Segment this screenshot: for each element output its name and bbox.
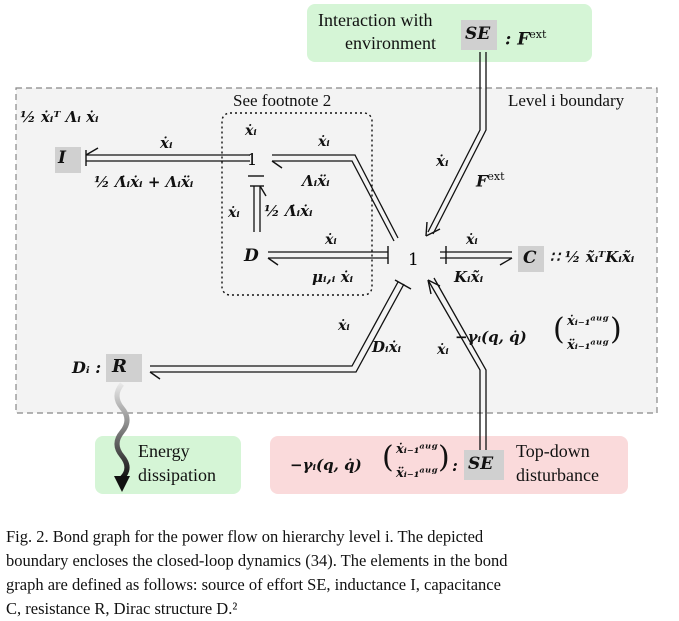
interaction-box-line2: environment [345,33,436,53]
f-ext-bond-sup: ext [487,170,505,183]
f-ext-bond: Fext [476,170,505,190]
dissipation-wavy-arrow [114,382,130,480]
I-energy-expr: ½ ẋᵢᵀ Λᵢ ẋᵢ [20,108,99,126]
caption-line-4: C, resistance R, Dirac structure D.² [6,599,238,618]
se-top-element [461,20,497,50]
aug-vector-box-close: ) [438,440,450,475]
resistance-element [106,354,142,382]
xdot-vertical-bond: ẋᵢ [228,205,240,221]
f-ext-symbol: F [517,29,530,50]
se-bottom-element [464,450,504,480]
se-top-label: SE [465,24,491,44]
R-label: R [112,356,127,377]
junction-top-left: 1 [247,150,257,169]
xdot-bottom-bond: ẋᵢ [437,342,449,358]
topdown-line1: Top-down [516,441,590,461]
I-effort-expr: ½ Λ̇ᵢẋᵢ + Λᵢẍᵢ [94,173,194,191]
inductance-element [55,147,81,173]
bond-se-top [427,52,481,233]
aug-top-box: ẋᵢ₋₁ᵃᵘᵍ [396,442,438,457]
energy-line2: dissipation [138,465,217,485]
bond-graph: 1 1 [15,4,658,494]
bond-lambda [272,154,399,239]
dissipation-arrow-head [114,476,130,492]
I-label: I [58,148,66,168]
topdown-line2: disturbance [516,465,599,485]
interaction-box-line1: Interaction with [318,10,433,30]
xdot-top-bond: ẋᵢ [436,152,449,170]
footnote-label: See footnote 2 [233,91,332,110]
level-boundary-label: Level i boundary [508,91,625,110]
f-ext-sup: ext [529,28,547,41]
aug-bottom-box: ẍᵢ₋₁ᵃᵘᵍ [396,466,438,481]
energy-line1: Energy [138,441,190,461]
gamma-box-expr: −γᵢ(q, q̇) [290,456,362,474]
xdot-D-bond: ẋᵢ [325,232,337,248]
energy-dissipation-box [95,436,241,494]
K-x: Kᵢx̃ᵢ [454,268,484,286]
aug-vector-bond: ( [553,312,565,347]
half-lambda-dot: ½ Λ̇ᵢẋᵢ [264,202,313,220]
se-bottom-label: SE [468,454,494,474]
aug-vector-bond-close: ) [610,312,622,347]
capacitance-element [518,246,544,272]
D-label: D [244,246,259,266]
mu-xdot: μᵢ,ᵢ ẋᵢ [312,268,354,286]
f-ext-top: : Fext [505,28,547,50]
colon-box: : [452,456,458,475]
aug-bottom-bond: ẍᵢ₋₁ᵃᵘᵍ [567,338,609,353]
xdot-R-bond: ẋᵢ [338,318,350,334]
topdown-disturbance-box [270,436,628,494]
R-left-coef: Dᵢ : [72,358,102,377]
f-ext-bond-symbol: F [476,171,488,191]
C-energy-expr: ∷ ½ x̃ᵢᵀKᵢx̃ᵢ [550,248,635,266]
junction-center: 1 [408,250,419,270]
R-coef-value: Dᵢ [72,358,90,377]
aug-top-bond: ẋᵢ₋₁ᵃᵘᵍ [567,314,609,329]
caption-line-2: boundary encloses the closed-loop dynami… [6,551,508,570]
D-xdot: Dᵢẋᵢ [372,338,402,356]
footnote-dotted-box [221,112,373,296]
figure-caption: Fig. 2. Bond graph for the power flow on… [6,525,674,621]
bond-se-bottom [427,279,481,450]
caption-line-1: Fig. 2. Bond graph for the power flow on… [6,527,484,546]
aug-vector-box: ( [382,440,394,475]
xdot-over-I-bond: ẋᵢ [160,134,173,152]
xdot-above-junction: ẋᵢ [245,123,257,139]
C-energy-value: ½ x̃ᵢᵀKᵢx̃ᵢ [564,248,635,266]
interaction-environment-box [307,4,592,62]
lambda-xdd: Λᵢẍᵢ [302,172,330,190]
bonds [86,52,512,450]
xdot-C-bond: ẋᵢ [466,232,478,248]
caption-line-3: graph are defined as follows: source of … [6,575,501,594]
bond-to-R [150,281,399,367]
gamma-bond-expr: −γᵢ(q, q̇) [455,328,527,346]
xdot-lambda-bond: ẋᵢ [318,134,330,150]
C-label: C [523,248,537,268]
